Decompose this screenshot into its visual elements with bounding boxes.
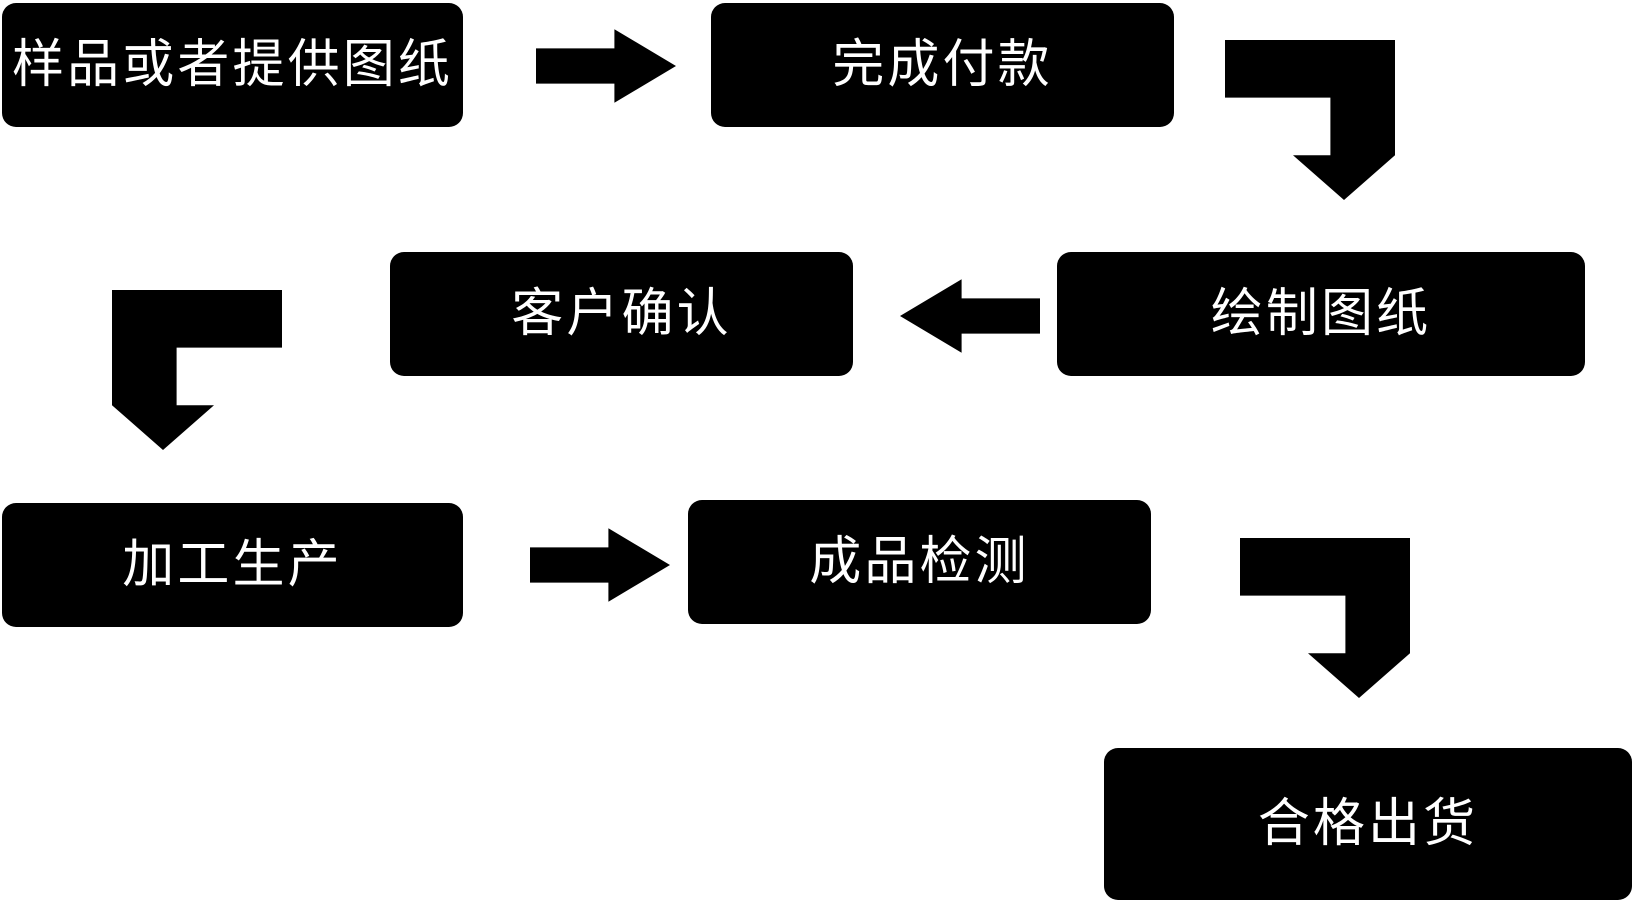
node-draw-drawing[interactable]: 绘制图纸 xyxy=(1057,252,1585,376)
node-complete-payment[interactable]: 完成付款 xyxy=(711,3,1174,127)
arrow-production-to-inspection-icon xyxy=(530,525,670,605)
node-sample-drawing[interactable]: 样品或者提供图纸 xyxy=(2,3,463,127)
node-production-label: 加工生产 xyxy=(122,535,343,595)
node-product-inspection[interactable]: 成品检测 xyxy=(688,500,1151,624)
arrow-drawing-to-confirm-icon xyxy=(900,276,1040,356)
arrow-sample-to-payment-icon xyxy=(536,26,676,106)
node-customer-confirm-label: 客户确认 xyxy=(511,284,732,344)
arrow-confirm-to-production-icon xyxy=(112,290,282,450)
arrow-payment-to-drawing-icon xyxy=(1225,40,1395,200)
node-product-inspection-label: 成品检测 xyxy=(809,532,1030,592)
node-sample-drawing-label: 样品或者提供图纸 xyxy=(12,35,453,95)
node-qualified-shipment[interactable]: 合格出货 xyxy=(1104,748,1632,900)
node-customer-confirm[interactable]: 客户确认 xyxy=(390,252,853,376)
arrow-inspection-to-shipment-icon xyxy=(1240,538,1410,698)
node-production[interactable]: 加工生产 xyxy=(2,503,463,627)
node-draw-drawing-label: 绘制图纸 xyxy=(1210,284,1432,344)
node-complete-payment-label: 完成付款 xyxy=(832,35,1053,95)
node-qualified-shipment-label: 合格出货 xyxy=(1257,794,1479,854)
